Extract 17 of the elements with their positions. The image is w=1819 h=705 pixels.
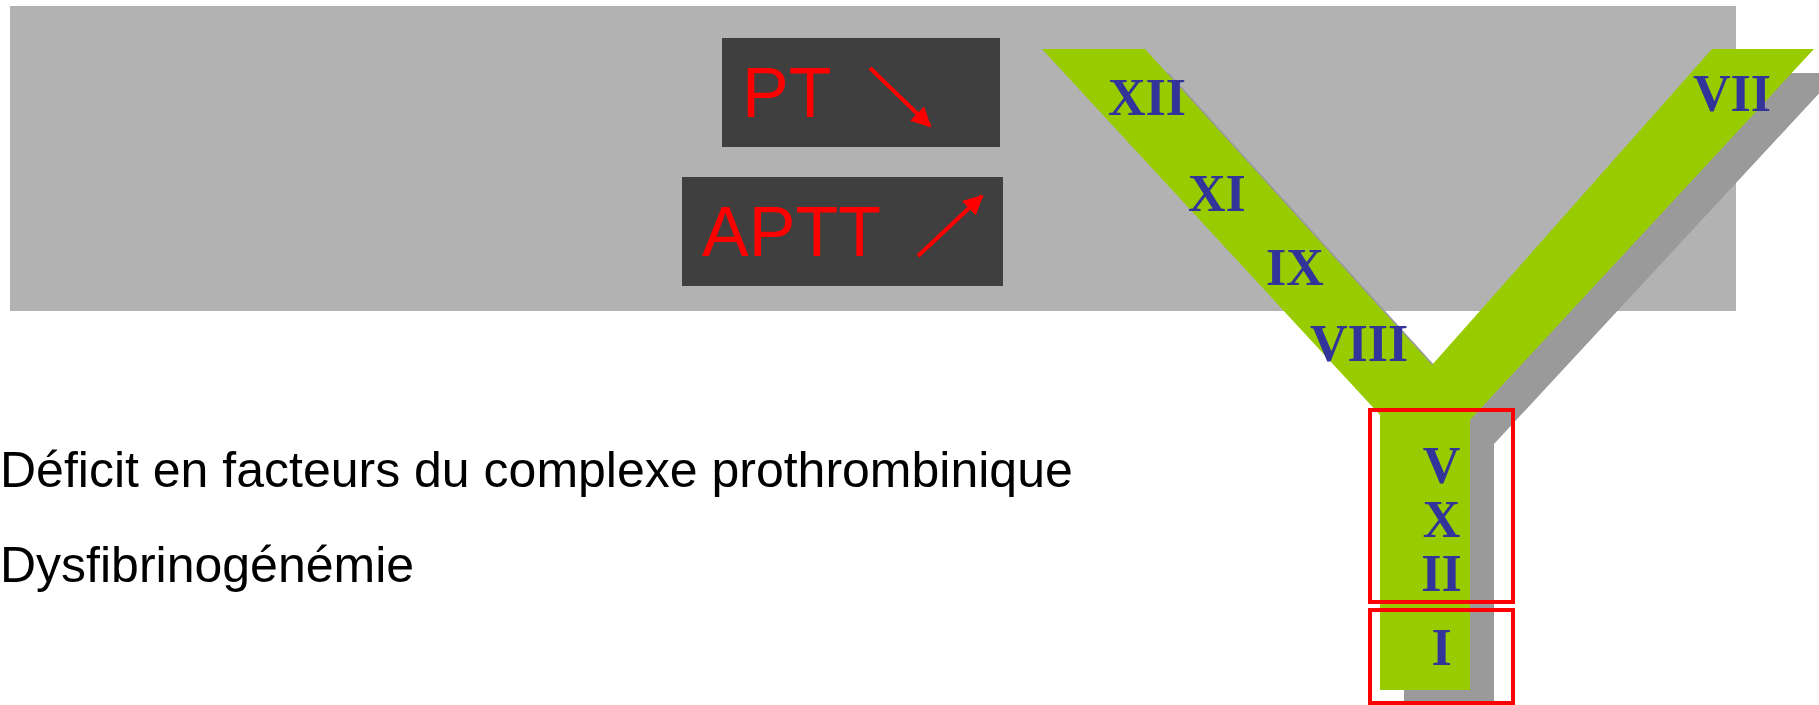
factor-label: VII: [1693, 68, 1772, 120]
factor-group-frame: [1368, 608, 1515, 705]
factor-label: V: [1422, 440, 1461, 492]
text-line: Dysfibrinogénémie: [0, 540, 415, 590]
factor-label: XI: [1188, 168, 1246, 220]
text-line: Déficit en facteurs du complexe prothrombinique: [0, 445, 1073, 495]
test-box: [722, 38, 1000, 147]
factor-label: X: [1422, 494, 1461, 546]
factor-label: I: [1431, 622, 1452, 674]
test-name: PT: [742, 57, 832, 128]
factor-label: VIII: [1310, 318, 1409, 370]
test-name: APTT: [702, 196, 881, 267]
factor-label: II: [1421, 548, 1462, 600]
factor-label: XII: [1108, 72, 1187, 124]
factor-group-frame: [1368, 408, 1515, 604]
factor-label: IX: [1266, 242, 1324, 294]
test-box: [682, 177, 1003, 286]
